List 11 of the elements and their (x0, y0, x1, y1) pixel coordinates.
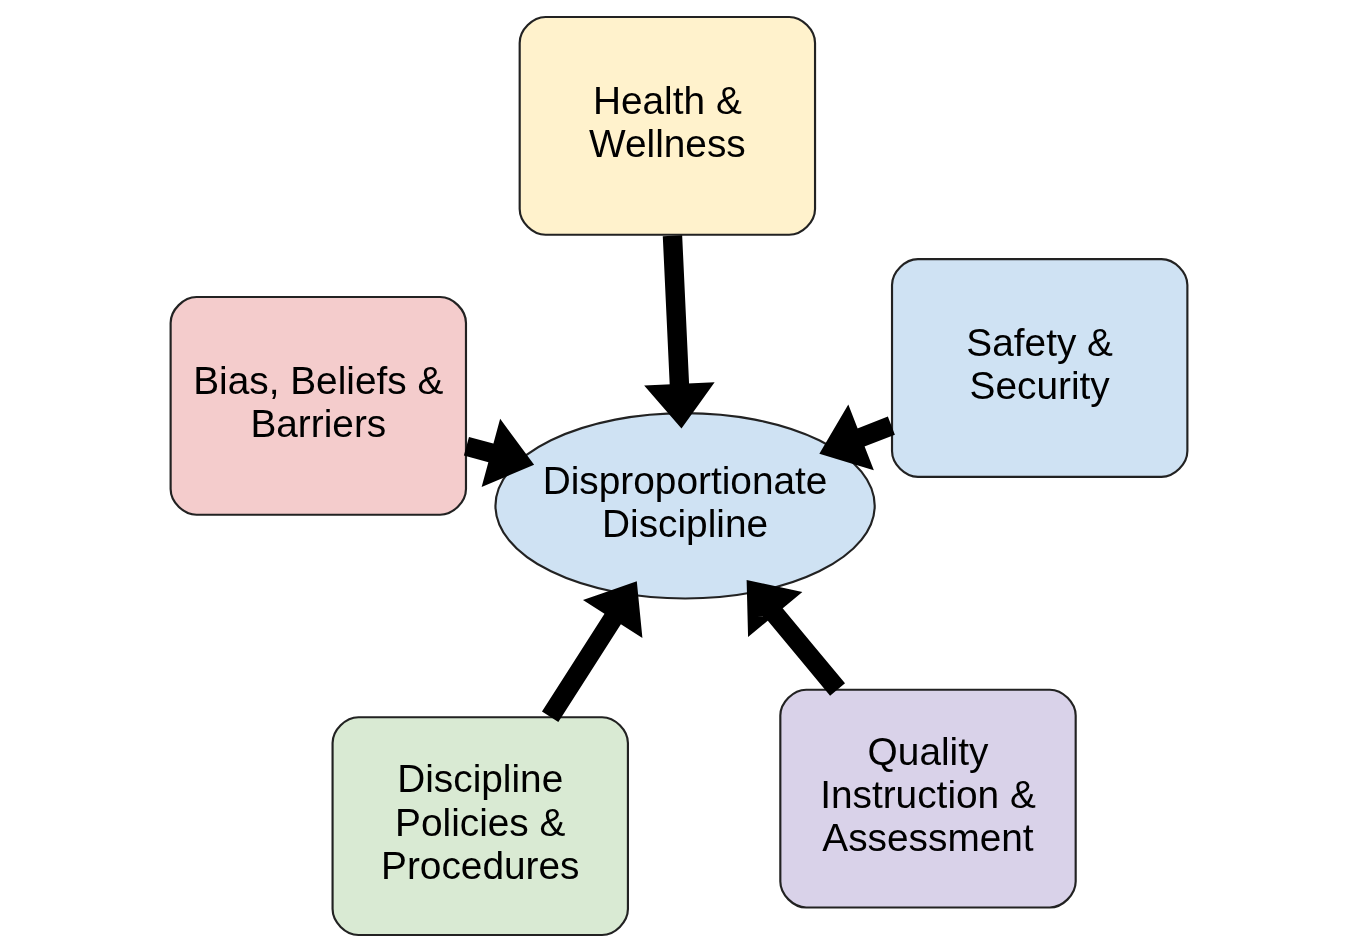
arrow (463, 418, 535, 487)
arrow (819, 404, 895, 471)
node-ellipse: Disproportionate Discipline (494, 412, 876, 600)
node-box: Health & Wellness (518, 15, 817, 236)
arrow (644, 235, 715, 429)
arrow (542, 581, 643, 722)
node-box: Safety & Security (890, 258, 1189, 478)
node-box: Quality Instruction & Assessment (779, 688, 1077, 909)
node-box: Bias, Beliefs & Barriers (169, 295, 468, 516)
arrow (746, 579, 845, 696)
node-box: Discipline Policies & Procedures (331, 716, 629, 937)
